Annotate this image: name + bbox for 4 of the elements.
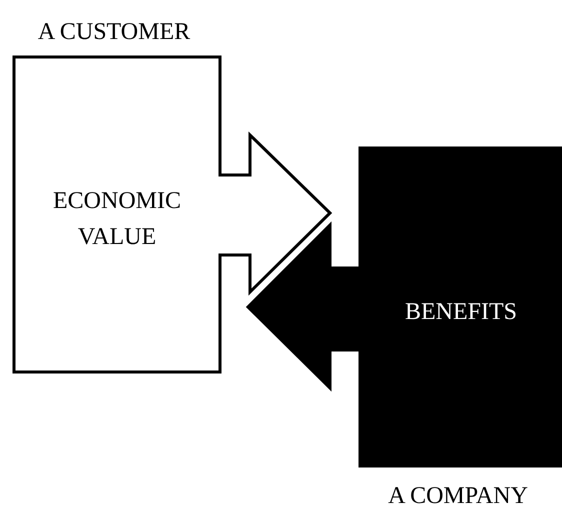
box-label: BENEFITS	[404, 298, 518, 327]
heading: A COMPANY	[387, 482, 529, 511]
heading: A CUSTOMER	[36, 18, 192, 47]
box-label: ECONOMIC VALUE	[52, 187, 182, 252]
